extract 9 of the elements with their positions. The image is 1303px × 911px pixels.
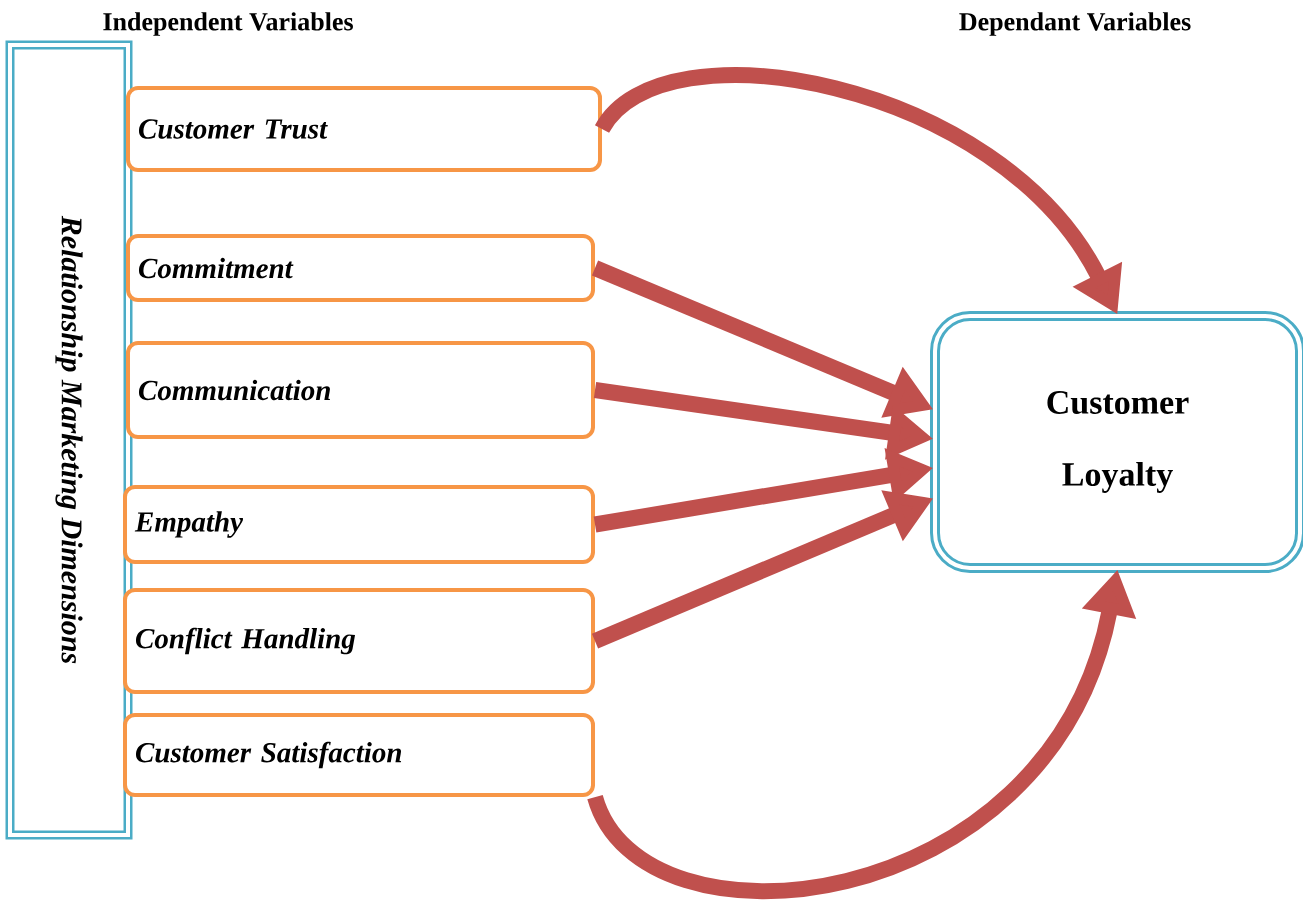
heading: Independent Variables [103,12,353,36]
heading: Dependant Variables [959,12,1191,36]
variable-box: Empathy [123,485,595,564]
variable-box: Commitment [126,234,595,302]
variable-box: Communication [126,341,595,439]
variable-box: Conflict Handling [123,588,595,694]
variable-box: Customer Trust [126,86,602,172]
variable-box: Customer Satisfaction [123,713,595,797]
outcome-box: Customer Loyalty [930,311,1303,573]
